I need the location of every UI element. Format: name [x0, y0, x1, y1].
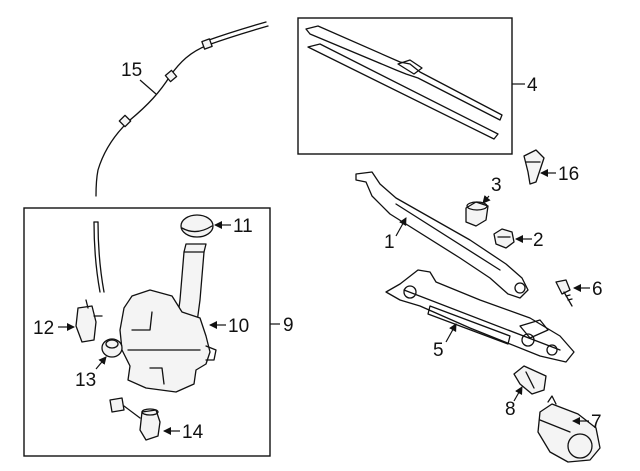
washer-reservoir-part-10 — [119, 243, 217, 393]
washer-nozzle-part-16 — [523, 149, 545, 185]
pivot-cap-part-3 — [465, 201, 489, 227]
leader-3 — [482, 195, 491, 204]
wiper-blade-part-4 — [305, 25, 503, 140]
bracket-part-8 — [513, 365, 547, 395]
callout-11: 11 — [233, 216, 253, 237]
wiper-motor-part-7 — [537, 395, 601, 463]
callout-9: 9 — [283, 315, 294, 336]
callout-16: 16 — [558, 164, 579, 185]
leader-8 — [513, 386, 523, 402]
washer-hose-part-15 — [95, 21, 269, 197]
leader-15 — [139, 79, 157, 95]
callout-15: 15 — [121, 60, 142, 81]
leader-5 — [445, 323, 457, 343]
callout-10: 10 — [228, 316, 249, 337]
bolt-part-6 — [555, 279, 573, 307]
leader-1 — [395, 217, 407, 237]
callout-4: 4 — [527, 75, 538, 96]
wiper-linkage-part-5 — [385, 269, 575, 363]
callout-3: 3 — [491, 175, 502, 196]
callout-7: 7 — [591, 412, 602, 433]
leader-13 — [95, 356, 107, 370]
callout-13: 13 — [75, 370, 96, 391]
reservoir-cap-part-11 — [180, 214, 214, 238]
wiper-blade-box — [297, 17, 513, 155]
callout-14: 14 — [182, 422, 204, 443]
callout-2: 2 — [533, 230, 544, 251]
callout-12: 12 — [33, 318, 54, 339]
reservoir-hose — [93, 221, 105, 293]
callout-6: 6 — [592, 279, 603, 300]
wiper-arm-part-1 — [355, 171, 529, 299]
washer-reservoir-box — [23, 207, 271, 457]
callout-8: 8 — [505, 399, 516, 420]
washer-pump-part-12 — [75, 299, 103, 343]
callout-5: 5 — [433, 340, 444, 361]
callout-1: 1 — [384, 232, 395, 253]
level-sensor-part-14 — [109, 397, 161, 441]
grommet-part-13 — [101, 338, 123, 358]
nut-part-2 — [493, 228, 515, 249]
